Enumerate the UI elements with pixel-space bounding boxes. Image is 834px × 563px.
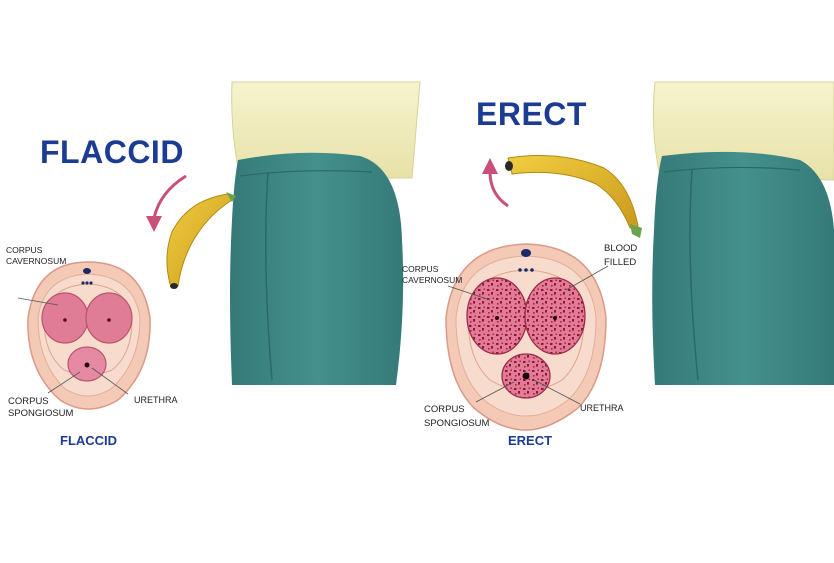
- erect-figure: [652, 81, 834, 385]
- flaccid-figure: [230, 81, 421, 385]
- flaccid-cross-section: [17, 261, 151, 410]
- flaccid-banana: [166, 192, 236, 289]
- erect-label-blood-filled: BLOOD FILLED: [604, 243, 638, 268]
- flaccid-corpus-cavernosum-right: [85, 292, 133, 344]
- erect-label-corpus-spongiosum: CORPUS SPONGIOSUM: [424, 404, 490, 429]
- flaccid-label-urethra: URETHRA: [134, 395, 178, 405]
- erect-label-urethra: URETHRA: [580, 403, 624, 413]
- erect-pants: [652, 151, 834, 385]
- erect-cross-section: [445, 243, 609, 431]
- flaccid-label-corpus-spongiosum: CORPUS SPONGIOSUM: [8, 396, 74, 419]
- erect-urethra-dot: [522, 372, 530, 380]
- erect-title: ERECT: [476, 96, 587, 132]
- flaccid-label-corpus-cavernosum: CORPUS CAVERNOSUM: [6, 245, 67, 266]
- flaccid-title: FLACCID: [40, 134, 184, 170]
- erect-arrow: [482, 158, 509, 208]
- flaccid-corpus-cavernosum-left: [41, 292, 89, 344]
- erect-caption: ERECT: [508, 433, 553, 448]
- flaccid-pants: [230, 152, 404, 385]
- flaccid-arrow: [146, 174, 187, 232]
- flaccid-caption: FLACCID: [60, 433, 118, 448]
- erect-label-corpus-cavernosum: CORPUS CAVERNOSUM: [402, 264, 463, 285]
- flaccid-urethra-dot: [84, 362, 90, 368]
- erect-banana: [505, 155, 642, 238]
